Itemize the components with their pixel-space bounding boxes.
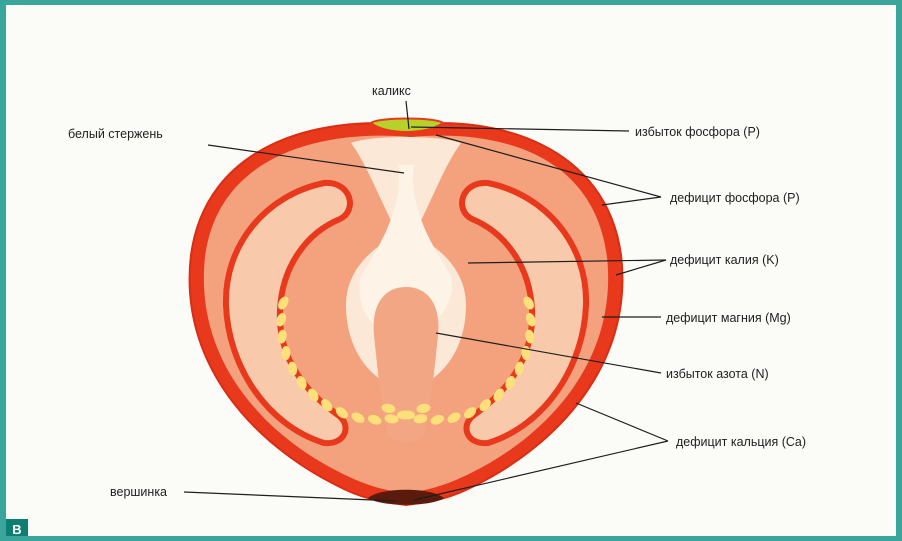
label-nitrogen-excess: избыток азота (N) xyxy=(666,367,769,381)
label-potassium-deficit: дефицит калия (K) xyxy=(670,253,779,267)
label-magnesium-deficit: дефицит магния (Mg) xyxy=(666,311,791,325)
label-apex: вершинка xyxy=(110,485,167,499)
label-phosphorus-deficit: дефицит фосфора (P) xyxy=(670,191,800,205)
label-calcium-deficit: дефицит кальция (Ca) xyxy=(676,435,806,449)
label-phosphorus-excess: избыток фосфора (P) xyxy=(635,125,760,139)
seed-left-3 xyxy=(282,346,291,360)
tomato-cross-section-diagram: каликс белый стержень избыток фосфора (P… xyxy=(6,5,896,536)
seed-right-12 xyxy=(397,411,411,420)
panel-letter: В xyxy=(6,519,28,536)
label-calyx: каликс xyxy=(372,84,411,98)
figure-frame: каликс белый стержень избыток фосфора (P… xyxy=(6,5,896,536)
label-white-core: белый стержень xyxy=(68,127,163,141)
